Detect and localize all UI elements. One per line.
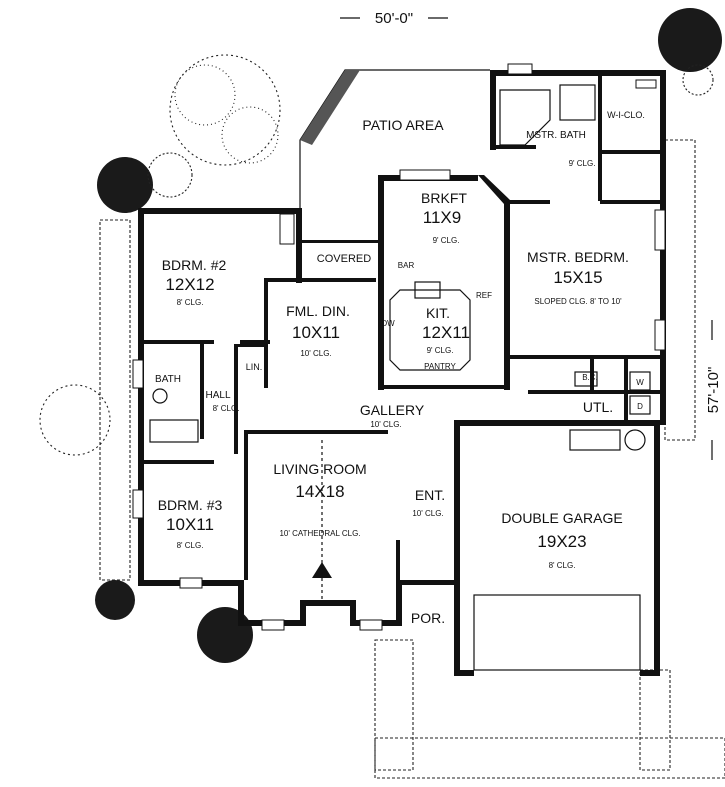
hall-label: HALL (205, 390, 230, 401)
room-ceiling: 8' CLG. (549, 561, 576, 570)
interior-walls (144, 76, 660, 580)
hall-ceiling: 8' CLG. (213, 404, 240, 413)
fixtures (149, 84, 651, 671)
room-utility: UTL. (583, 399, 613, 415)
fixture-washer: W (636, 378, 644, 387)
windows (132, 63, 666, 631)
porch-label: POR. (411, 610, 445, 626)
room-master-bedroom: MSTR. BEDRM. 15X15 SLOPED CLG. 8' TO 10' (527, 249, 629, 306)
room-name: KIT. (426, 305, 450, 321)
fixture-dishwasher: DW (381, 319, 395, 328)
room-ceiling: 9' CLG. (433, 236, 460, 245)
covered-label: COVERED (317, 253, 371, 265)
room-size: 11X9 (423, 208, 461, 227)
room-name: MSTR. BATH (526, 130, 586, 141)
room-name: DOUBLE GARAGE (501, 510, 622, 526)
room-ceiling: 8' CLG. (177, 541, 204, 550)
room-master-bath: MSTR. BATH 9' CLG. (526, 130, 595, 168)
room-size: 19X23 (537, 532, 586, 551)
room-ceiling: 8' CLG. (177, 298, 204, 307)
room-size: 10X11 (166, 515, 214, 534)
room-name: BDRM. #2 (162, 257, 227, 273)
room-size: 15X15 (553, 268, 602, 287)
entry-ceiling: 10' CLG. (412, 509, 443, 518)
room-name: LIVING ROOM (273, 461, 366, 477)
room-linen: LIN. (246, 362, 263, 372)
room-ceiling: 9' CLG. (569, 159, 596, 168)
room-breakfast: BRKFT 11X9 9' CLG. (421, 190, 467, 245)
fixture-broom-closet: B.C. (582, 373, 598, 382)
gallery-ceiling: 10' CLG. (370, 420, 401, 429)
room-kitchen: KIT. 12X11 9' CLG. (422, 305, 470, 355)
room-size: 12X11 (422, 323, 470, 342)
room-name: BDRM. #3 (158, 497, 223, 513)
dimensions: 50'-0" 57'-10" (340, 10, 722, 460)
fixture-dryer: D (637, 402, 643, 411)
overall-depth-label: 57'-10" (705, 367, 722, 414)
room-ceiling: 10' CLG. (300, 349, 331, 358)
room-size: 12X12 (165, 275, 214, 294)
room-ceiling: 10' CATHEDRAL CLG. (279, 529, 360, 538)
room-bedroom3: BDRM. #3 10X11 8' CLG. (158, 497, 223, 550)
fixture-bar: BAR (398, 261, 415, 270)
room-bath: BATH (155, 374, 181, 385)
room-garage: DOUBLE GARAGE 19X23 8' CLG. (501, 510, 622, 570)
patio-label: PATIO AREA (362, 117, 444, 133)
room-name: FML. DIN. (286, 303, 350, 319)
room-walkin-closet: W-I-CLO. (607, 110, 645, 120)
gallery-label: GALLERY (360, 402, 425, 418)
room-living: LIVING ROOM 14X18 10' CATHEDRAL CLG. (273, 461, 366, 538)
overall-width-label: 50'-0" (375, 10, 413, 27)
fixture-pantry: PANTRY (424, 362, 456, 371)
room-ceiling: SLOPED CLG. 8' TO 10' (534, 297, 622, 306)
room-name: MSTR. BEDRM. (527, 249, 629, 265)
patio-outline (299, 69, 490, 240)
room-size: 14X18 (295, 482, 344, 501)
room-family-dining: FML. DIN. 10X11 10' CLG. (286, 303, 350, 358)
room-size: 10X11 (292, 323, 340, 342)
room-ceiling: 9' CLG. (427, 346, 454, 355)
room-bedroom2: BDRM. #2 12X12 8' CLG. (162, 257, 227, 307)
fixture-refrigerator: REF (476, 291, 492, 300)
room-name: BRKFT (421, 190, 467, 206)
entry-label: ENT. (415, 487, 445, 503)
